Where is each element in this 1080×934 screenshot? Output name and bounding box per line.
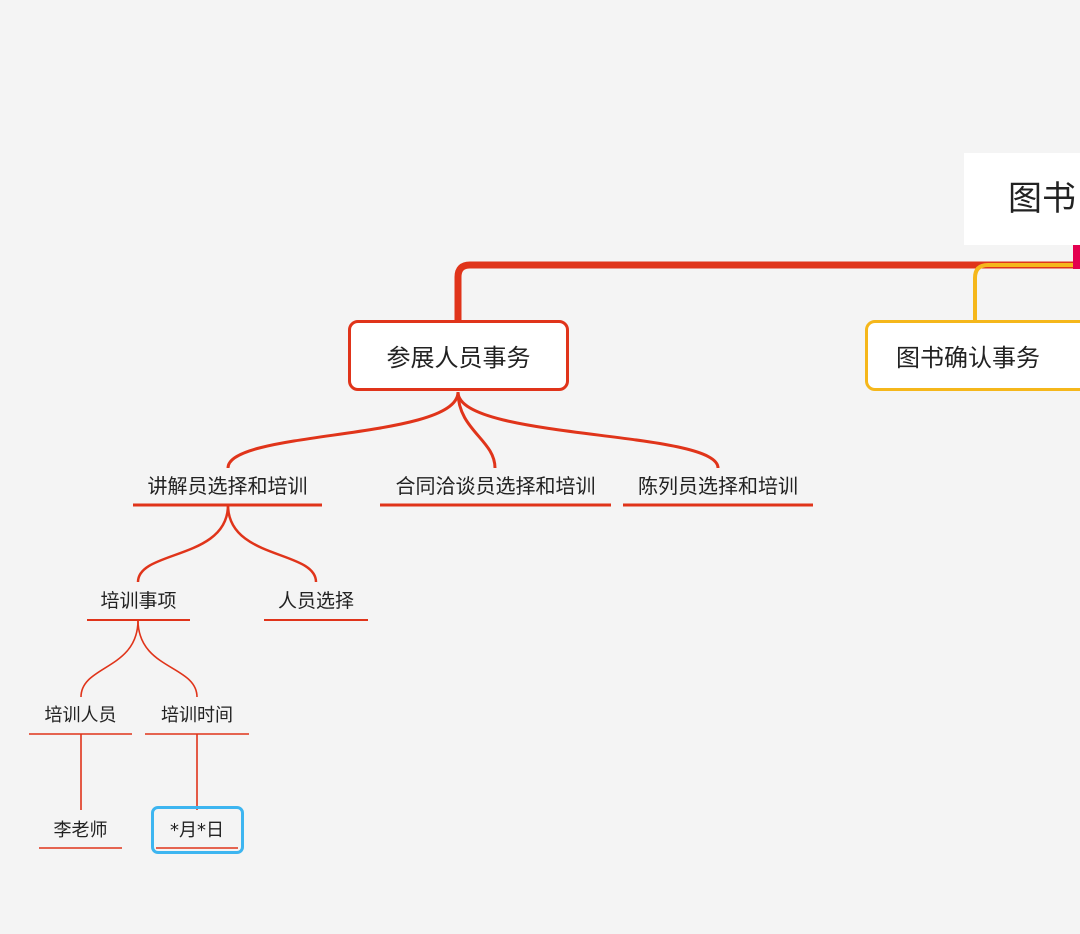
leaf-date[interactable]: *月*日: [156, 816, 238, 842]
subtopic-label: 陈列员选择和培训: [638, 474, 798, 498]
connector-l3-to-l4-2: [137, 619, 198, 698]
branch-topic-label: 图书确认事务: [896, 344, 1040, 372]
branch-topic-book-confirmation[interactable]: 图书确认事务: [865, 320, 1080, 391]
connector-branch-to-sub-1: [226, 391, 460, 469]
topic-label: 培训时间: [161, 705, 233, 726]
topic-staff-selection[interactable]: 人员选择: [264, 586, 368, 613]
connector-branch-to-sub-2: [456, 391, 497, 469]
connector-root-to-branch-yellow: [973, 263, 1078, 320]
branch-topic-exhibitor-affairs[interactable]: 参展人员事务: [348, 320, 569, 391]
connector-root-to-branch-red: [454, 261, 1080, 324]
connector-branch-to-sub-3: [456, 391, 720, 469]
topic-label: 培训人员: [44, 705, 117, 726]
subtopic-label: 合同洽谈员选择和培训: [395, 474, 596, 498]
connector-l3-to-l4-1: [80, 619, 139, 698]
leaf-label: 李老师: [53, 820, 108, 841]
branch-topic-label: 参展人员事务: [386, 344, 531, 372]
leaf-teacher-li[interactable]: 李老师: [39, 816, 122, 842]
topic-label: 培训事项: [100, 590, 177, 612]
topic-training-items[interactable]: 培训事项: [87, 586, 190, 613]
selection-highlight: [151, 806, 244, 854]
subtopic-negotiator-selection[interactable]: 合同洽谈员选择和培训: [380, 470, 611, 499]
topic-label: 人员选择: [277, 590, 354, 612]
connector-sub1-to-l3-2: [226, 504, 318, 583]
topic-training-time[interactable]: 培训时间: [145, 701, 249, 727]
subtopic-label: 讲解员选择和培训: [147, 474, 308, 498]
topic-trainer[interactable]: 培训人员: [29, 701, 132, 727]
root-topic[interactable]: 图书: [964, 153, 1080, 245]
subtopic-guide-selection[interactable]: 讲解员选择和培训: [133, 470, 322, 499]
root-connector-marker: [1073, 245, 1080, 269]
connector-sub1-to-l3-1: [136, 504, 230, 583]
root-topic-label: 图书: [1008, 179, 1076, 219]
leaf-label: *月*日: [170, 820, 224, 841]
subtopic-display-staff-selection[interactable]: 陈列员选择和培训: [623, 470, 813, 499]
